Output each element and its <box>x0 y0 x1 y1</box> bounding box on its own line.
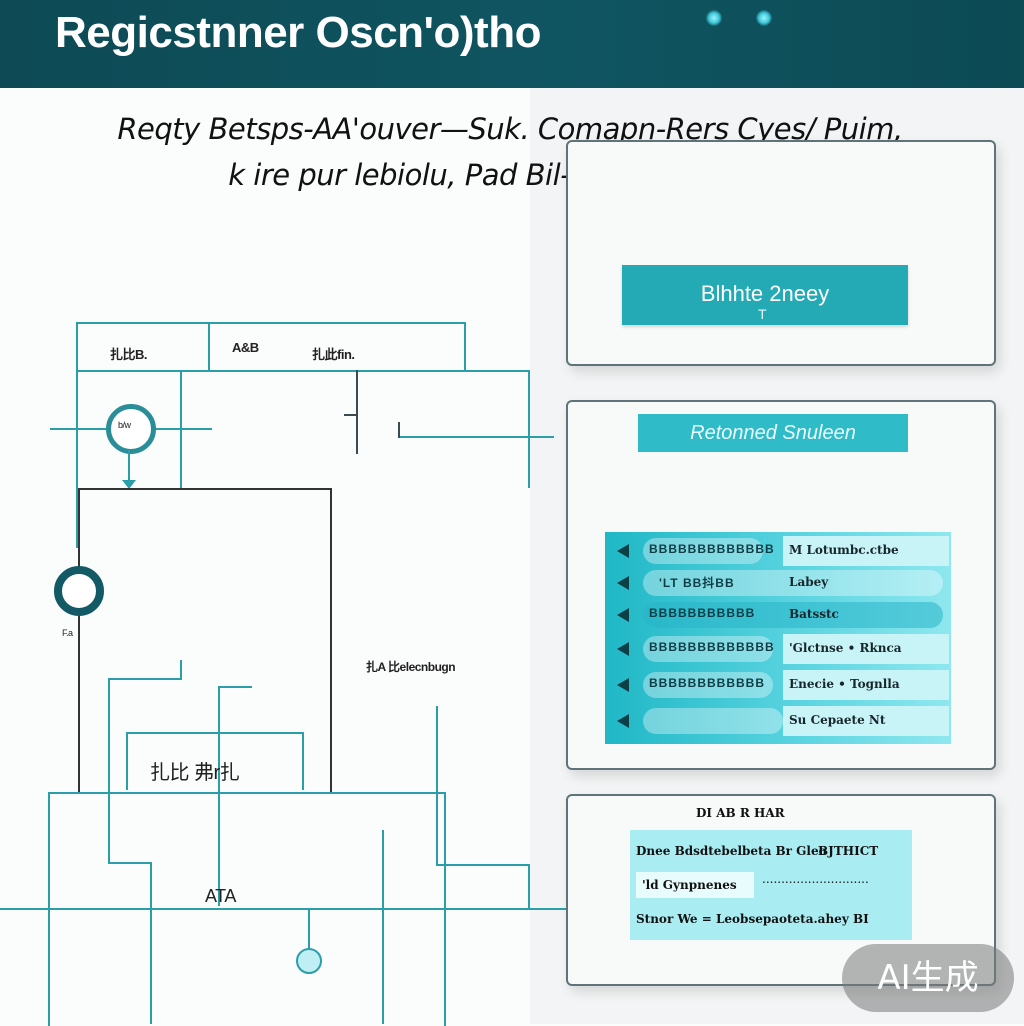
info-line-1-right: BJTHICT <box>818 844 879 858</box>
button-sublabel: T <box>758 306 767 322</box>
list-item-left: BBBBBBBBBBB <box>649 606 756 620</box>
connector-line <box>528 370 530 488</box>
list-item-left: BBBBBBBBBBBBB <box>649 542 775 556</box>
bottom-label-box <box>126 732 304 790</box>
list-item-right: Labey <box>789 575 829 589</box>
connector-line <box>398 436 554 438</box>
row-right-box <box>783 706 949 736</box>
list-item-left: BBBBBBBBBBBBB <box>649 640 775 654</box>
connector-line <box>76 370 78 548</box>
results-list: BBBBBBBBBBBBB M Lotumbc.ctbe 'LT BB抖BB L… <box>605 532 951 744</box>
row-right-box <box>783 670 949 700</box>
row-pill <box>643 672 773 698</box>
main-box <box>78 488 332 792</box>
top-panel-button[interactable]: Blhhte 2neey <box>622 265 908 325</box>
info-chip <box>636 872 754 898</box>
info-line-2-left: 'ld Gynpnenes <box>642 878 737 892</box>
list-item-right: 'Glctnse • Rknca <box>789 641 902 655</box>
connector-line <box>218 686 220 906</box>
row-pill <box>643 538 763 564</box>
info-line-1-left: Dnee Bdsdtebelbeta Br Gleo <box>636 844 827 858</box>
row-right-box <box>783 634 949 664</box>
list-item[interactable]: BBBBBBBBBBBBB 'Glctnse • Rknca <box>613 634 949 664</box>
header-light-icon <box>756 10 772 26</box>
list-item[interactable]: BBBBBBBBBBBB Enecie • Tognlla <box>613 670 949 700</box>
row-pill <box>643 570 943 596</box>
list-item-left: 'LT BB抖BB <box>659 576 735 590</box>
connector-line <box>218 686 252 688</box>
list-item-right: Enecie • Tognlla <box>789 677 900 691</box>
connector-line <box>108 678 180 680</box>
top-panel-button-label: Blhhte 2neey <box>700 281 830 306</box>
connector-line <box>344 414 356 416</box>
node-circle <box>106 404 156 454</box>
bottom-mark: ATA <box>205 886 236 906</box>
list-item[interactable]: BBBBBBBBBBBBB M Lotumbc.ctbe <box>613 536 949 566</box>
connector-line <box>108 862 152 864</box>
ai-generated-badge: AI生成 <box>842 944 1014 1012</box>
side-label: 扎A 比elecnbugn <box>366 660 456 674</box>
end-node-circle <box>296 948 322 974</box>
connector-line <box>398 422 400 438</box>
top-label-1: 扎比B. <box>110 347 148 362</box>
row-pill <box>643 708 783 734</box>
play-arrow-icon <box>617 714 629 728</box>
info-line-2-right: ............................ <box>762 872 869 886</box>
connector-line <box>180 660 182 680</box>
connector-line <box>128 450 130 486</box>
dark-node-circle <box>54 566 104 616</box>
list-item-right: Batsstc <box>789 607 839 621</box>
bottom-panel-title: DI AB R HAR <box>696 806 785 820</box>
node-caption: F.a <box>62 628 73 638</box>
list-item-right: Su Cepaete Nt <box>789 713 886 727</box>
connector-line <box>436 706 438 866</box>
top-label-2: A&B <box>232 340 259 355</box>
row-pill <box>643 636 773 662</box>
page-title: Regicstnner Oscn'o)tho <box>55 8 541 57</box>
node-label: b/w <box>118 420 131 430</box>
connector-line <box>150 862 152 1024</box>
connector-line <box>308 908 310 956</box>
bottom-box-label: 扎比 弗r扎 <box>150 762 240 784</box>
list-item[interactable]: 'LT BB抖BB Labey <box>613 568 949 598</box>
list-item-left: BBBBBBBBBBBB <box>649 676 765 690</box>
connector-line <box>50 428 106 430</box>
divider-line <box>208 322 210 370</box>
list-item-right: M Lotumbc.ctbe <box>789 543 899 557</box>
play-arrow-icon <box>617 544 629 558</box>
arrow-down-icon <box>122 480 136 489</box>
play-arrow-icon <box>617 576 629 590</box>
play-arrow-icon <box>617 678 629 692</box>
connector-line <box>156 428 212 430</box>
connector-line <box>436 864 530 866</box>
connector-line <box>76 370 530 372</box>
info-line-3: Stnor We = Leobsepaoteta.ahey BI <box>636 912 869 926</box>
list-item[interactable]: Su Cepaete Nt <box>613 706 949 736</box>
connector-line <box>382 830 384 1024</box>
panel-top <box>566 140 996 366</box>
row-right-box <box>783 536 949 566</box>
header-bar <box>0 0 1024 88</box>
list-item[interactable]: BBBBBBBBBBB Batsstc <box>613 600 949 630</box>
connector-line <box>356 370 358 454</box>
header-light-icon <box>706 10 722 26</box>
connector-line <box>528 864 530 908</box>
connector-line <box>0 908 566 910</box>
middle-panel-header: Retonned Snuleen <box>638 414 908 452</box>
play-arrow-icon <box>617 642 629 656</box>
play-arrow-icon <box>617 608 629 622</box>
row-pill <box>643 602 943 628</box>
connector-line <box>108 678 110 862</box>
top-label-3: 扎此fin. <box>312 347 355 362</box>
